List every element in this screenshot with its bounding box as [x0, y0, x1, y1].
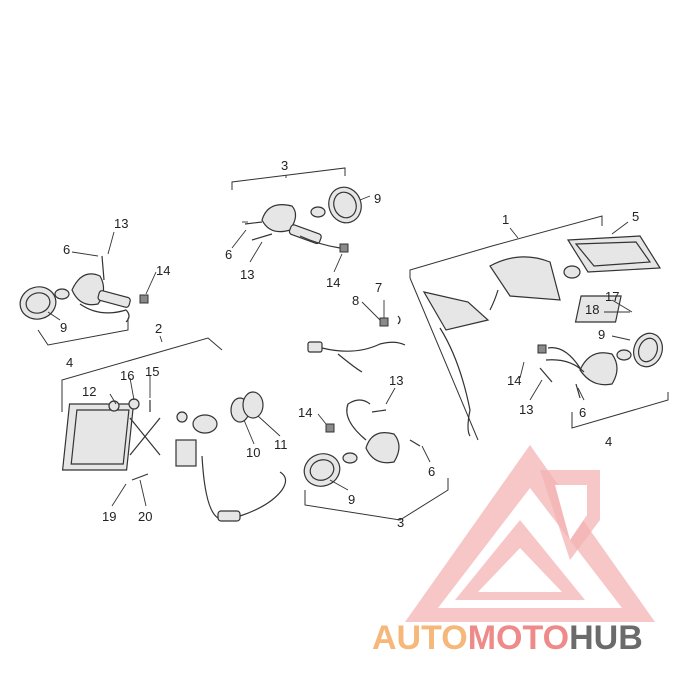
- callout-12: 12: [82, 384, 96, 399]
- turn-signal-rear-left: [537, 332, 669, 429]
- callout-9: 9: [598, 327, 605, 342]
- callout-13: 13: [240, 267, 254, 282]
- turn-signal-front-right: [231, 167, 362, 253]
- callout-14: 14: [298, 405, 312, 420]
- turn-signal-rear-right: [303, 399, 449, 521]
- callout-13: 13: [389, 373, 403, 388]
- callout-2: 2: [155, 321, 162, 336]
- callout-5: 5: [632, 209, 639, 224]
- callout-14: 14: [156, 263, 170, 278]
- callout-10: 10: [246, 445, 260, 460]
- watermark-auto: AUTO: [372, 619, 468, 657]
- callout-8: 8: [352, 293, 359, 308]
- callout-9: 9: [374, 191, 381, 206]
- watermark-text: AUTOMOTOHUB: [372, 619, 643, 657]
- callout-20: 20: [138, 509, 152, 524]
- callout-6: 6: [428, 464, 435, 479]
- callout-7: 7: [375, 280, 382, 295]
- watermark-logo: [405, 445, 655, 622]
- turn-signal-front-left: [19, 255, 149, 346]
- callout-18: 18: [585, 302, 599, 317]
- watermark-hub: HUB: [569, 619, 643, 657]
- watermark-moto: MOTO: [468, 619, 569, 657]
- callout-labels: 1 2 3 3 4 4 5 6 6 6 6 7 8 9 9 9 9 10 11 …: [60, 158, 639, 530]
- headlight-assembly: [61, 337, 287, 522]
- wiring-harness: [307, 315, 406, 373]
- callout-14: 14: [326, 275, 340, 290]
- callout-3: 3: [397, 515, 404, 530]
- callout-11: 11: [274, 437, 288, 452]
- leader-lines: [47, 195, 633, 507]
- callout-14: 14: [507, 373, 521, 388]
- callout-4: 4: [605, 434, 612, 449]
- callout-1: 1: [502, 212, 509, 227]
- callout-6: 6: [579, 405, 586, 420]
- callout-9: 9: [348, 492, 355, 507]
- svg-text:AUTOMOTOHUB: AUTOMOTOHUB: [372, 619, 643, 657]
- callout-15: 15: [145, 364, 159, 379]
- callout-3: 3: [281, 158, 288, 173]
- callout-19: 19: [102, 509, 116, 524]
- callout-6: 6: [225, 247, 232, 262]
- tail-light-assembly: [409, 215, 662, 441]
- callout-6: 6: [63, 242, 70, 257]
- callout-4: 4: [66, 355, 73, 370]
- callout-9: 9: [60, 320, 67, 335]
- callout-13: 13: [519, 402, 533, 417]
- callout-16: 16: [120, 368, 134, 383]
- callout-13: 13: [114, 216, 128, 231]
- callout-17: 17: [605, 289, 619, 304]
